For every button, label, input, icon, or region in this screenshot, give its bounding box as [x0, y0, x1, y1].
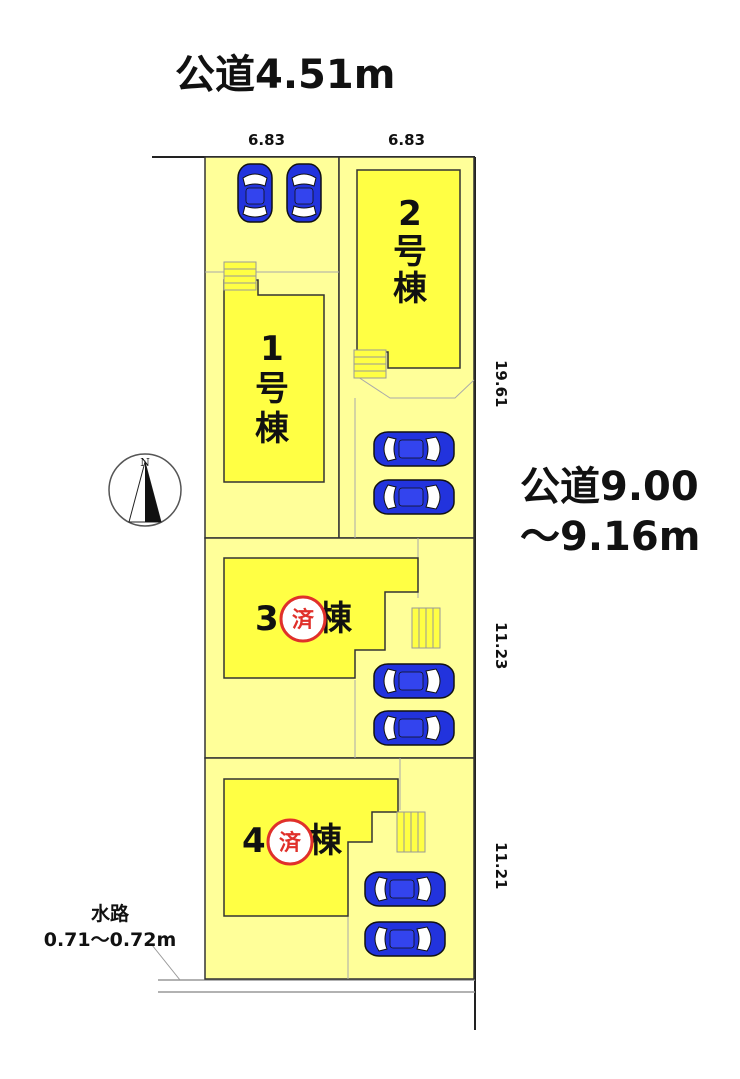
- parking-car: [364, 921, 446, 957]
- building-4-to: 棟: [308, 821, 343, 861]
- dimension-right-lower: 11.21: [492, 842, 510, 889]
- parking-car: [237, 163, 273, 223]
- entrance-steps: [353, 349, 387, 379]
- parking-car: [373, 431, 455, 467]
- parking-car: [373, 479, 455, 515]
- building-4: 4 棟 済: [223, 778, 426, 917]
- building-1-to: 棟: [255, 409, 290, 449]
- parking-car: [373, 710, 455, 746]
- north-compass: N: [108, 453, 182, 527]
- entrance-steps: [223, 261, 257, 291]
- building-2: 2 号 棟: [353, 169, 461, 379]
- entrance-steps: [396, 811, 426, 853]
- building-3: 3 棟 済: [223, 557, 441, 679]
- compass-north-label: N: [140, 456, 150, 469]
- building-2-go: 号: [393, 232, 427, 272]
- north-road-label: 公道4.51m: [175, 52, 395, 98]
- east-road-label-line1: 公道9.00: [520, 464, 699, 510]
- building-1-go: 号: [255, 369, 289, 409]
- dimension-top-right: 6.83: [388, 131, 425, 149]
- building-2-to: 棟: [393, 269, 428, 309]
- dimension-top-left: 6.83: [248, 131, 285, 149]
- parking-car: [364, 871, 446, 907]
- entrance-steps: [411, 607, 441, 649]
- building-4-number: 4: [242, 821, 266, 861]
- east-road-label-line2: ～9.16m: [520, 514, 700, 560]
- waterway-width: 0.71～0.72m: [44, 929, 177, 951]
- sold-mark: 済: [279, 830, 302, 856]
- building-1: 1 号 棟: [223, 261, 325, 483]
- sold-badge: 済: [279, 595, 327, 643]
- sold-badge: 済: [266, 818, 314, 866]
- dimension-right-upper: 19.61: [492, 360, 510, 407]
- parking-car: [373, 663, 455, 699]
- dimension-right-middle: 11.23: [492, 622, 510, 669]
- building-3-number: 3: [255, 599, 279, 639]
- parking-car: [286, 163, 322, 223]
- sold-mark: 済: [292, 607, 315, 633]
- building-2-number: 2: [398, 194, 422, 234]
- building-1-number: 1: [260, 329, 284, 369]
- waterway-label: 水路: [91, 902, 130, 925]
